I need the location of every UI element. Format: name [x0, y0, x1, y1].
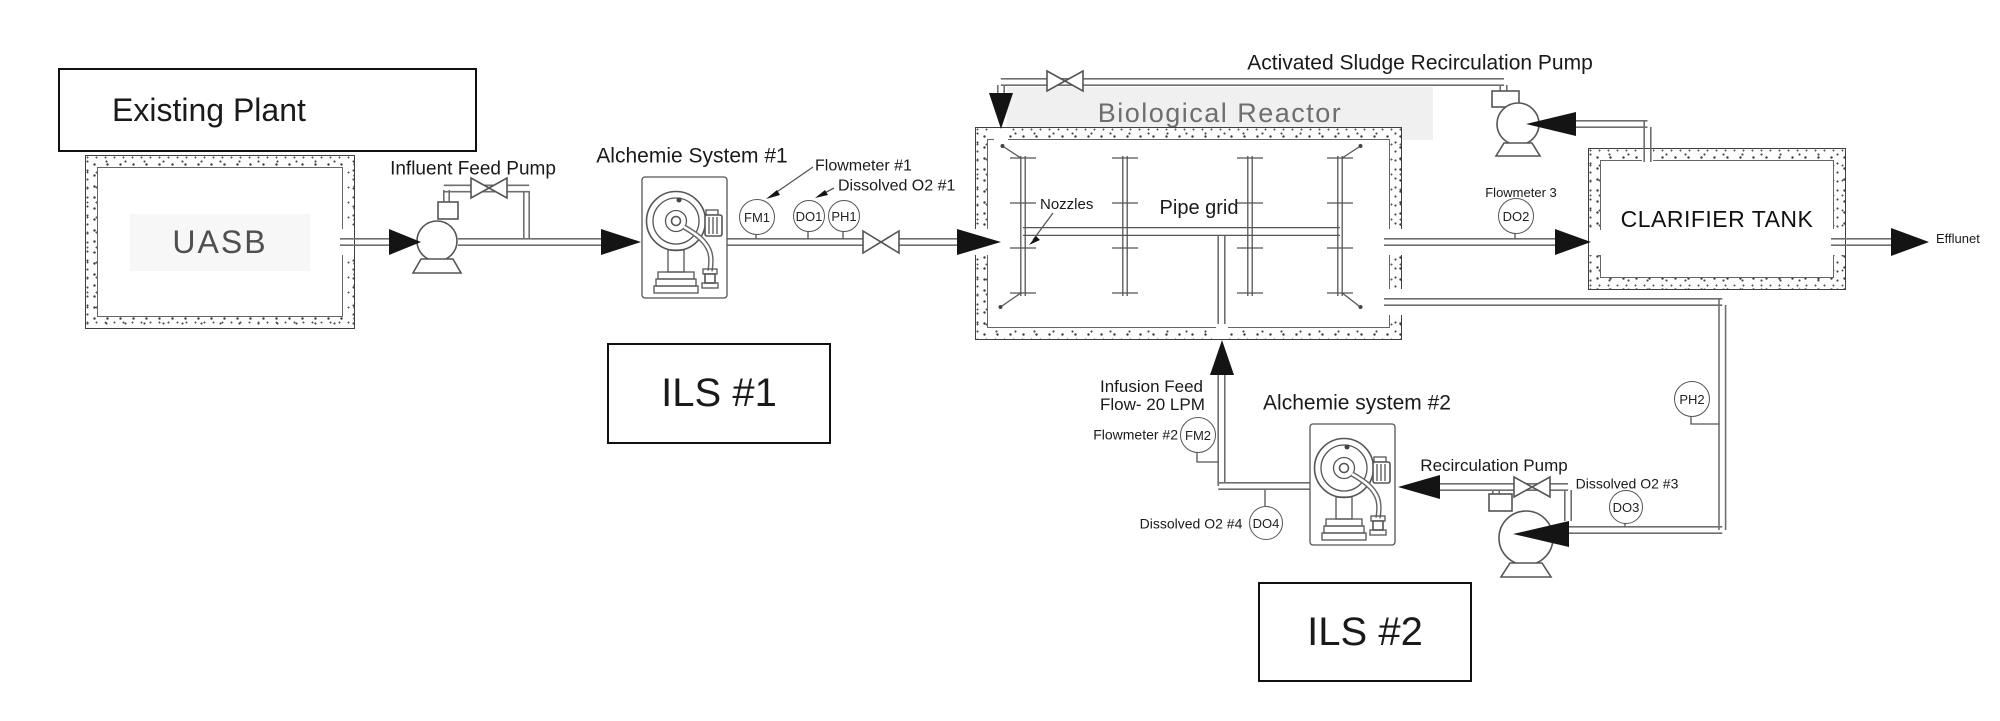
existing-plant-label: Existing Plant	[112, 91, 306, 128]
activated-sludge-recirc-pump-label: Activated Sludge Recirculation Pump	[1247, 51, 1593, 75]
reactor-pipe-grid	[998, 144, 1363, 309]
dissolved-o2-3-label: Dissolved O2 #3	[1575, 475, 1679, 492]
fm2-instrument: FM2	[1180, 417, 1216, 453]
infusion-feed-line1: Infusion Feed	[1100, 377, 1204, 396]
clarifier-tank-label: CLARIFIER TANK	[1620, 205, 1814, 232]
influent-feed-pump-label: Influent Feed Pump	[390, 158, 556, 180]
infusion-feed-label: Infusion Feed Flow- 20 LPM	[1100, 377, 1205, 415]
clarifier-tank-inner: CLARIFIER TANK	[1600, 160, 1834, 278]
recirculation-pump-label: Recirculation Pump	[1420, 455, 1568, 475]
flow-arrows	[389, 93, 1929, 547]
do2-instrument: DO2	[1498, 198, 1534, 234]
infusion-feed-line2: Flow- 20 LPM	[1100, 395, 1205, 415]
uasb-tank: UASB	[85, 155, 355, 329]
dissolved-o2-4-label: Dissolved O2 #4	[1139, 515, 1243, 532]
flowmeter-2-label: Flowmeter #2	[1093, 426, 1178, 443]
process-pipes	[340, 78, 1891, 535]
biological-reactor-title: Biological Reactor	[1097, 98, 1343, 128]
ph2-instrument: PH2	[1674, 381, 1710, 417]
ils2-box: ILS #2	[1258, 582, 1472, 682]
clarifier-tank: CLARIFIER TANK	[1588, 148, 1846, 290]
existing-plant-box: Existing Plant	[58, 68, 477, 152]
recirc-line-valve	[1046, 69, 1084, 93]
alchemie-system-2-device	[1310, 424, 1395, 545]
biological-reactor-tank	[975, 127, 1402, 340]
alchemie-system-1-title: Alchemie System #1	[596, 144, 788, 168]
uasb-tank-inner: UASB	[97, 167, 343, 317]
flowmeter-3-label: Flowmeter 3	[1485, 184, 1557, 200]
alchemie-system-2-title: Alchemie system #2	[1263, 391, 1451, 415]
ils2-discharge-valve	[1513, 475, 1551, 499]
nozzles-label: Nozzles	[1040, 195, 1094, 213]
label-leaders	[766, 166, 1054, 245]
do3-instrument: DO3	[1609, 490, 1643, 524]
reactor-inlet-valve	[862, 229, 900, 255]
ils2-recirculation-pump-symbol	[1488, 493, 1554, 578]
uasb-label: UASB	[130, 213, 310, 271]
biological-reactor-inner	[987, 139, 1390, 328]
dissolved-o2-1-label: Dissolved O2 #1	[838, 177, 956, 195]
ph1-instrument: PH1	[828, 200, 860, 232]
do1-instrument: DO1	[793, 200, 825, 232]
alchemie-system-1-device	[642, 177, 727, 298]
fm1-instrument: FM1	[739, 199, 775, 235]
effluent-label: Efflunet	[1936, 230, 1980, 246]
ils2-label: ILS #2	[1307, 609, 1423, 654]
ils1-box: ILS #1	[607, 343, 831, 444]
do4-instrument: DO4	[1249, 506, 1283, 540]
influent-bypass-valve	[470, 176, 508, 200]
ils1-label: ILS #1	[661, 371, 777, 415]
activated-sludge-recirc-pump-symbol	[1491, 90, 1542, 157]
flowmeter-1-label: Flowmeter #1	[815, 157, 912, 175]
pipe-grid-label: Pipe grid	[1159, 197, 1239, 220]
influent-feed-pump-symbol	[411, 201, 463, 274]
wall-pipe-gaps	[339, 128, 1845, 339]
